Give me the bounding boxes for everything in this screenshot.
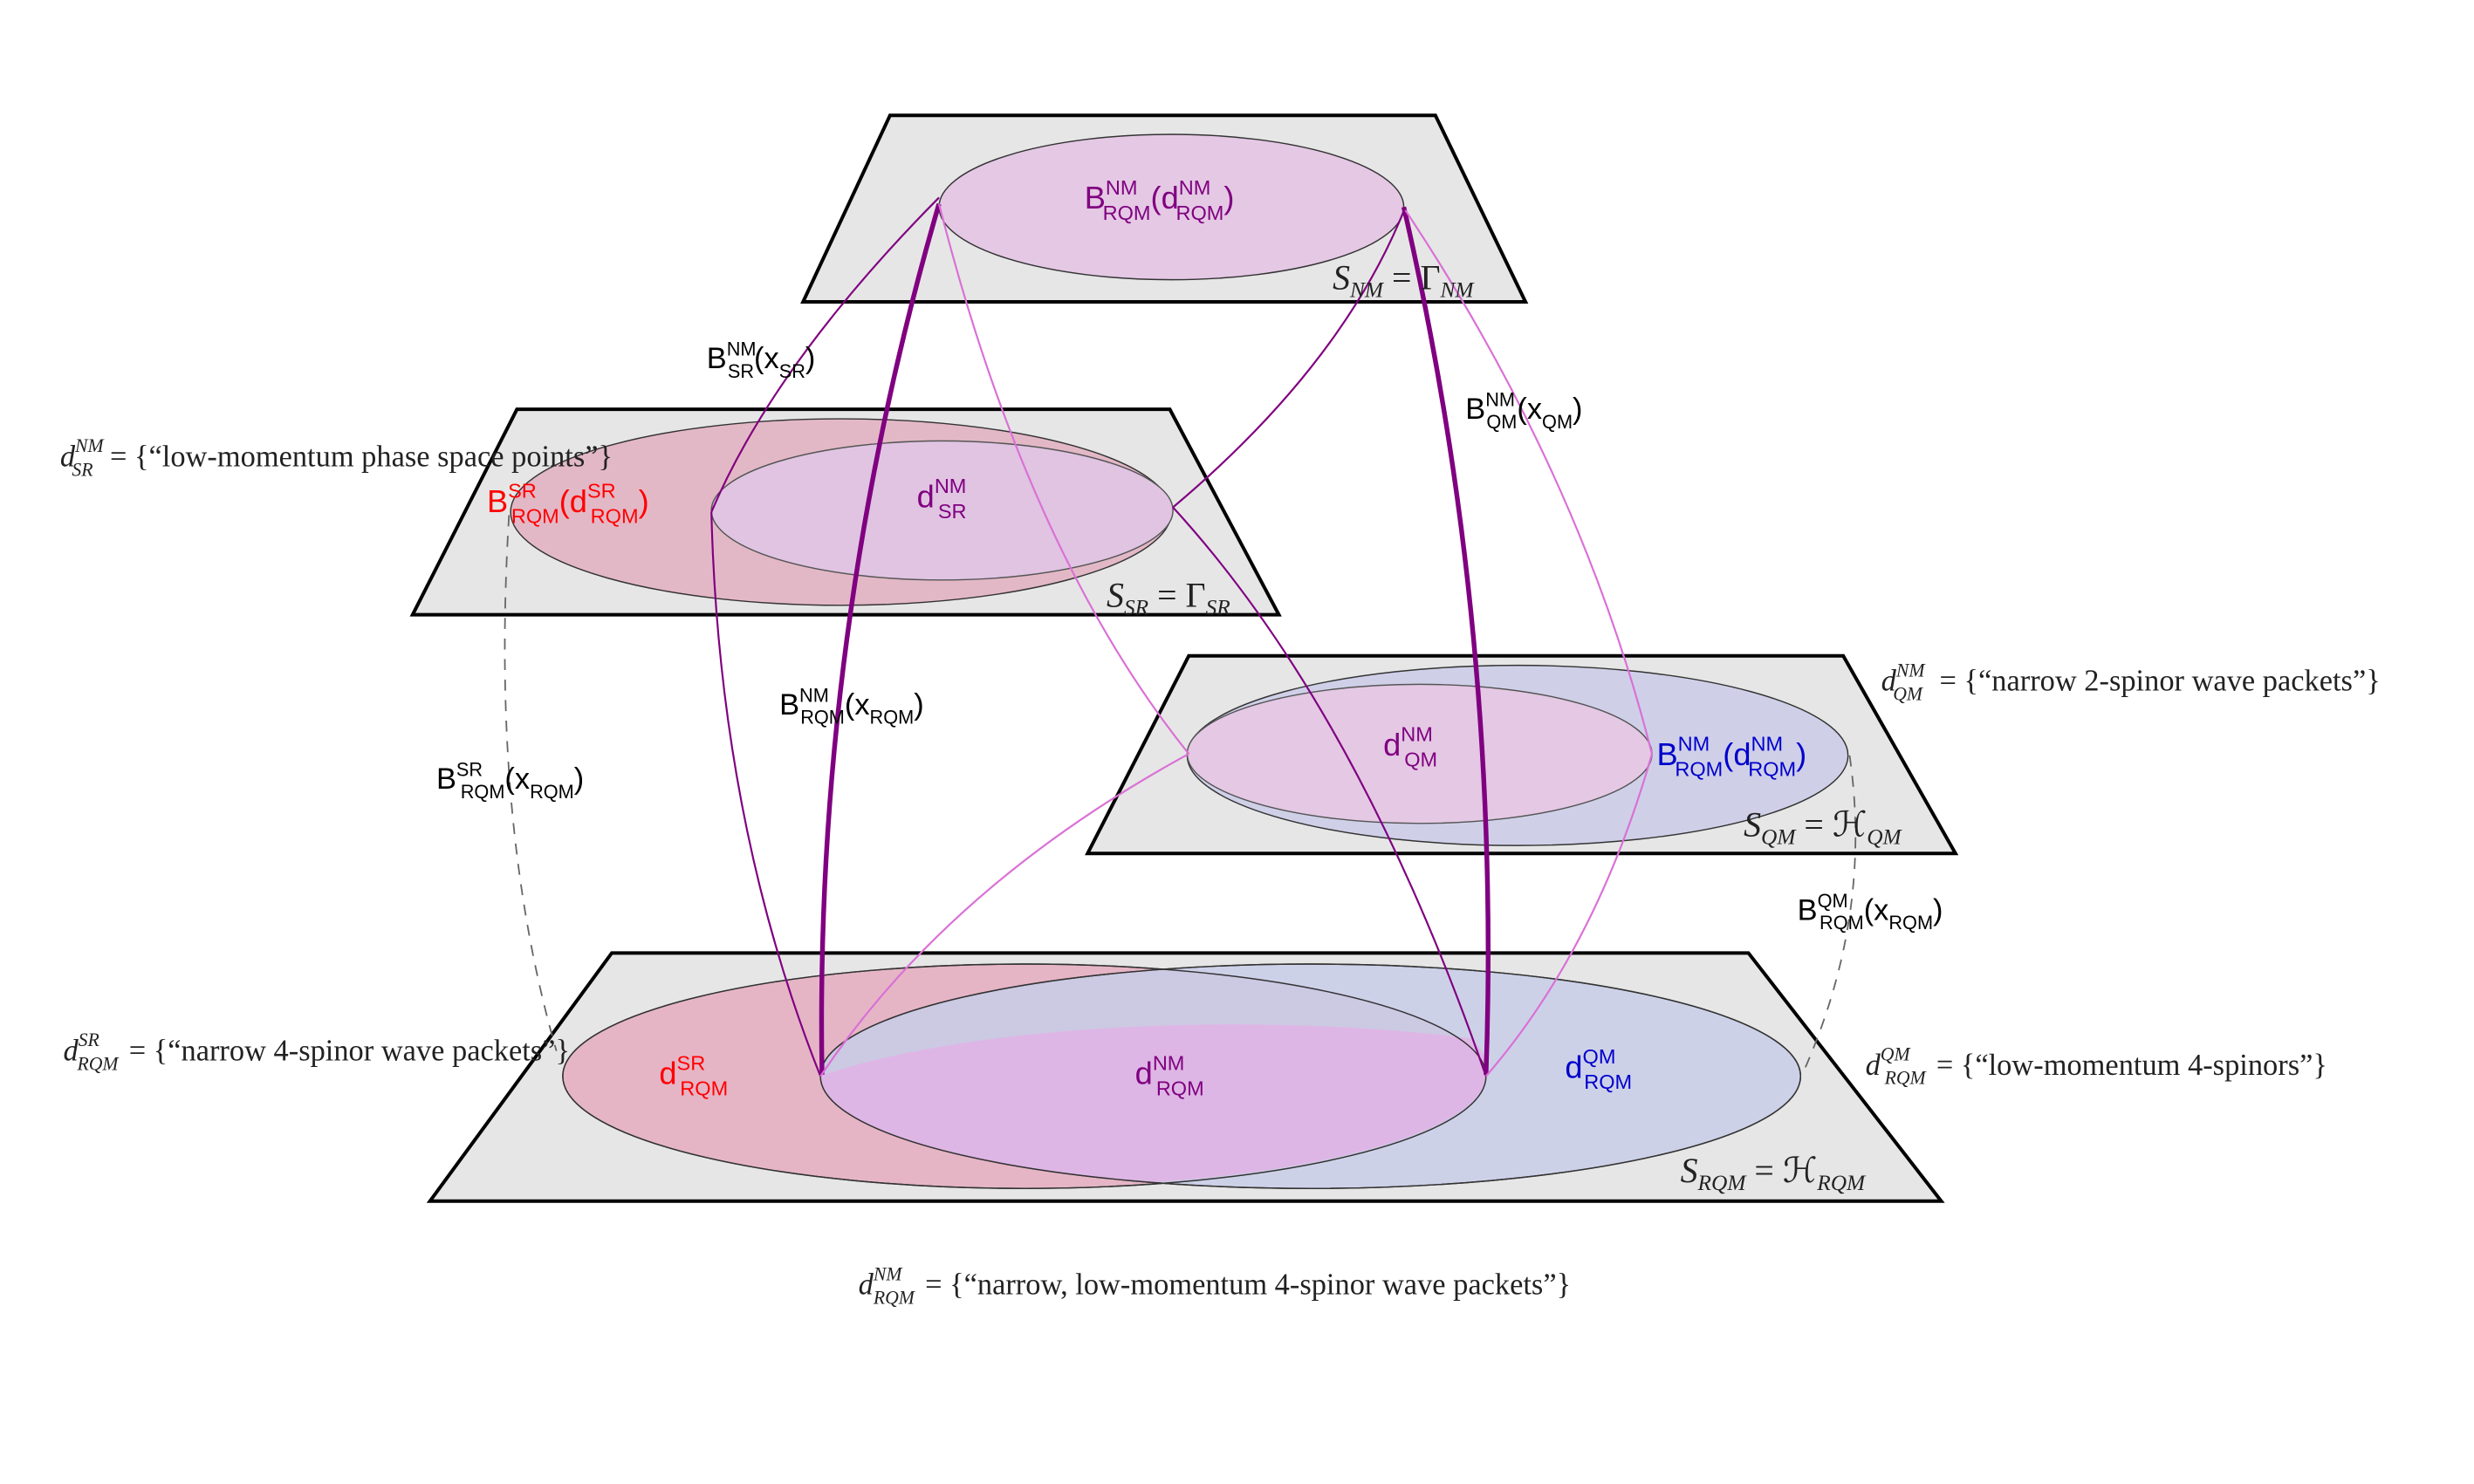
curve-nm-rqm-left [819, 202, 942, 1075]
plane-nm [800, 113, 1529, 304]
curve-nm-sr-right [1172, 206, 1407, 509]
plane-sr [409, 407, 1282, 617]
curve-qm-rqm-dashed [1801, 755, 1857, 1076]
plane-rqm [426, 951, 1945, 1203]
caption-s-rqm: SRQM = ℋRQM [1681, 1151, 1867, 1195]
curve-nm-rqm-right [1401, 206, 1491, 1075]
caption-s-sr: SSR = ΓSR [1107, 576, 1230, 620]
plane-qm [1085, 653, 1959, 856]
connections [504, 196, 1857, 1077]
caption-s-qm: SQM = ℋQM [1744, 804, 1902, 849]
caption-s-nm: SNM = ΓNM [1333, 258, 1475, 303]
curve-sr-rqm-right [1172, 506, 1487, 1077]
region-d-nm-rqm [820, 1024, 1488, 1183]
curve-nm-qm-right [1404, 209, 1654, 755]
curve-qm-rqm-left [819, 753, 1189, 1077]
curve-qm-rqm-right [1484, 753, 1654, 1077]
plane-captions: SNM = ΓNM SSR = ΓSR SQM = ℋQM SRQM = ℋRQ… [1107, 258, 1903, 1196]
curve-sr-rqm-left [710, 511, 822, 1077]
curve-nm-qm-left [937, 203, 1190, 755]
curve-nm-sr-left [710, 196, 940, 513]
curve-sr-rqm-dashed [504, 515, 558, 1051]
